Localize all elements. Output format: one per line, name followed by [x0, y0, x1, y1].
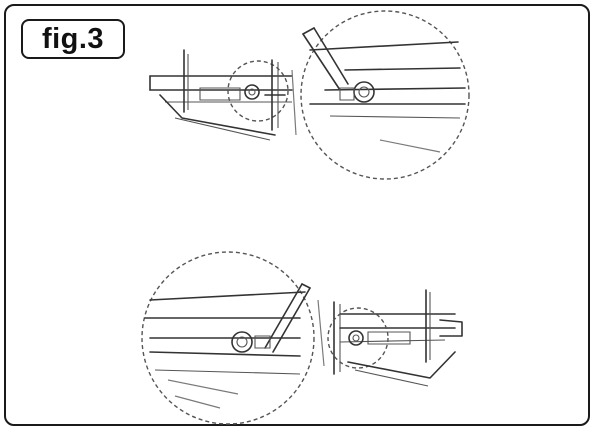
bottom-assembly [317, 289, 463, 387]
figure-label: fig.3 [21, 19, 125, 59]
top-magnified-detail [300, 10, 470, 180]
bottom-magnified-detail [141, 251, 315, 425]
top-assembly [149, 49, 297, 141]
